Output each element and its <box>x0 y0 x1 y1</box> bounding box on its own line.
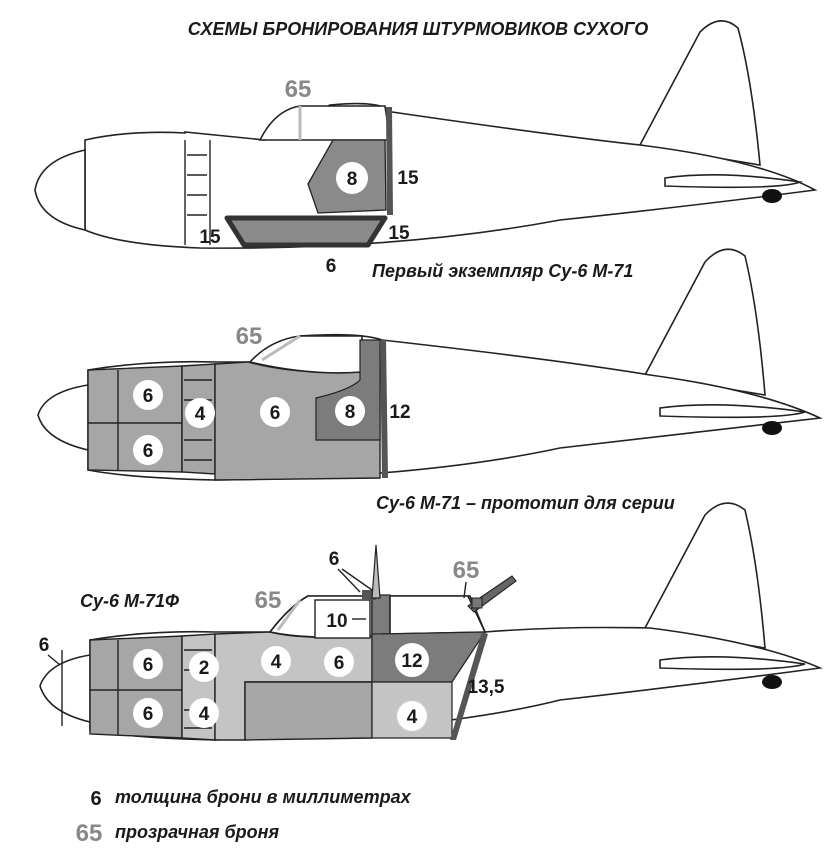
label-cockpit-back: 12 <box>401 651 422 672</box>
label-seat: 8 <box>345 402 356 423</box>
seat-marker <box>336 162 368 194</box>
headrest-armor <box>371 594 391 636</box>
tail-fin <box>638 20 761 166</box>
caption-3: Су-6 М-71Ф <box>80 591 179 611</box>
label-engine-bottom: 6 <box>143 704 154 725</box>
mid-top-marker <box>189 652 219 682</box>
tail-fin <box>643 502 766 649</box>
legend: 6 толщина брони в миллиметрах 65 прозрач… <box>76 787 412 847</box>
engine-bottom-marker <box>133 435 163 465</box>
mid-marker <box>185 398 215 428</box>
label-back: 15 <box>397 168 419 189</box>
gunner-floor-marker <box>397 701 427 731</box>
back-plate <box>386 107 393 215</box>
fuselage-marker <box>260 397 290 427</box>
label-mid-bottom: 4 <box>199 704 210 725</box>
label-gunner-floor: 4 <box>407 707 418 728</box>
tail-wheel <box>762 675 782 689</box>
tail-wheel <box>762 421 782 435</box>
label-canopy: 65 <box>285 76 312 103</box>
label-nose: 6 <box>39 635 50 656</box>
label-fuselage-b: 6 <box>334 653 345 674</box>
legend-key-thickness: 6 <box>90 788 101 810</box>
label-floor-right: 15 <box>388 223 410 244</box>
caption-2: Су-6 М-71 – прототип для серии <box>376 493 675 513</box>
seat-marker <box>335 396 365 426</box>
engine-armor <box>89 635 183 739</box>
lower-fuselage-armor <box>244 681 373 741</box>
mid-bottom-marker <box>189 698 219 728</box>
floor-armor <box>224 215 388 248</box>
label-mid: 4 <box>195 404 206 425</box>
label-headrest: 6 <box>329 549 340 570</box>
fuselage-b-marker <box>324 647 354 677</box>
aircraft-1: 65 8 15 15 15 6 Первый экземпляр Су-6 М-… <box>34 20 818 281</box>
engine-top-marker <box>133 649 163 679</box>
engine-top-marker <box>133 380 163 410</box>
label-mid-top: 2 <box>199 658 210 679</box>
caption-1: Первый экземпляр Су-6 М-71 <box>372 261 633 281</box>
label-seat: 8 <box>347 169 358 190</box>
back-plate <box>450 632 488 740</box>
gunner-canopy <box>389 595 487 635</box>
label-canopy: 65 <box>236 323 263 350</box>
engine-bottom-marker <box>133 698 163 728</box>
stabilizer <box>664 174 804 189</box>
spinner <box>37 384 89 452</box>
label-canopy: 65 <box>255 587 282 614</box>
stabilizer <box>659 656 806 671</box>
label-back: 12 <box>389 402 410 423</box>
label-gunner-canopy: 65 <box>453 557 480 584</box>
label-back: 13,5 <box>468 677 505 698</box>
tail-fin <box>643 248 766 396</box>
label-engine-bottom: 6 <box>143 441 154 462</box>
legend-key-transparent: 65 <box>76 820 103 847</box>
diagram-title: СХЕМЫ БРОНИРОВАНИЯ ШТУРМОВИКОВ СУХОГО <box>188 19 649 39</box>
label-engine-top: 6 <box>143 655 154 676</box>
label-fuselage-a: 4 <box>271 652 282 673</box>
legend-text-transparent: прозрачная броня <box>115 822 279 842</box>
spinner <box>39 654 91 724</box>
fuselage-a-marker <box>261 646 291 676</box>
back-plate <box>380 340 388 478</box>
label-floor-left: 15 <box>199 227 221 248</box>
stabilizer <box>659 404 806 419</box>
tail-wheel <box>762 189 782 203</box>
spinner <box>34 149 86 231</box>
label-fuselage: 6 <box>270 403 281 424</box>
label-bottom: 6 <box>326 256 337 277</box>
label-gunner-glass: 10 <box>326 611 347 632</box>
label-engine-top: 6 <box>143 386 154 407</box>
aircraft-2: 65 6 6 4 6 8 12 Су-6 М-71 – прототип для… <box>37 248 823 513</box>
antenna-mast <box>371 544 381 599</box>
cockpit-back-marker <box>395 643 429 677</box>
canopy <box>258 105 391 141</box>
aircraft-3: Су-6 М-71Ф 65 6 6 6 2 4 4 6 6 65 10 12 4… <box>39 502 823 741</box>
legend-text-thickness: толщина брони в миллиметрах <box>115 787 412 807</box>
